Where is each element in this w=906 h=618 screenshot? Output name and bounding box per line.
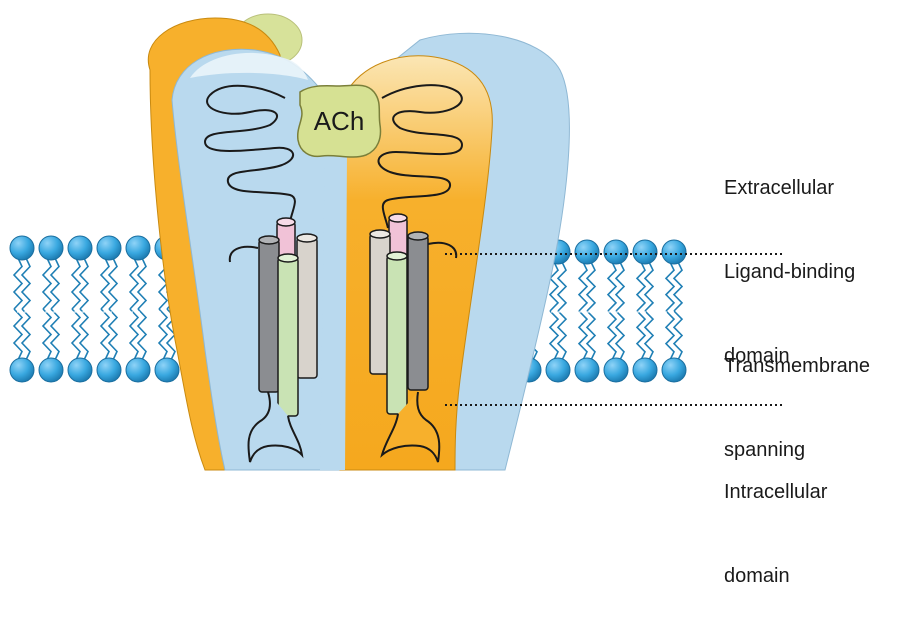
lipid-tail (72, 309, 80, 360)
helix-green-left (278, 258, 298, 416)
label-intracellular-line-2: domain (724, 562, 827, 590)
lipid-head (97, 236, 121, 260)
lipid-head (575, 358, 599, 382)
lipid-tail (14, 309, 22, 360)
lipid-tail (43, 258, 51, 309)
lipid-head (68, 236, 92, 260)
lipid-tail (101, 309, 109, 360)
lipid-tail (550, 311, 558, 360)
lipid-tail (645, 311, 653, 360)
lipid-tail (608, 262, 616, 311)
lipid-tail (43, 309, 51, 360)
lipid-head (126, 236, 150, 260)
lipid-head (39, 236, 63, 260)
lipid-tail (109, 258, 117, 309)
lipid-head (633, 240, 657, 264)
label-transmembrane-line-1: Transmembrane (724, 352, 870, 380)
ach-label: ACh (314, 106, 365, 136)
lipid-head (155, 358, 179, 382)
lipid-tail (608, 311, 616, 360)
helix-dark-left (259, 240, 279, 392)
lipid-tail (130, 309, 138, 360)
helix-light-left (297, 238, 317, 378)
lipid-tail (645, 262, 653, 311)
label-extracellular-line-2: Ligand-binding (724, 258, 855, 286)
lipid-head (39, 358, 63, 382)
diagram-root: ACh Extracellular Ligand-binding domain … (0, 0, 906, 477)
lipid-tail (666, 311, 674, 360)
lipid-tail (51, 309, 59, 360)
receptor-channel (148, 14, 569, 470)
lipid-head (662, 240, 686, 264)
lipid-head (10, 358, 34, 382)
lipid-tail (587, 262, 595, 311)
lipid-head (68, 358, 92, 382)
lipid-tail (109, 309, 117, 360)
lipid-head (604, 358, 628, 382)
lipid-tail (674, 311, 682, 360)
label-intracellular-line-1: Intracellular (724, 478, 827, 506)
lipid-head (126, 358, 150, 382)
lipid-tail (616, 262, 624, 311)
lipid-tail (130, 258, 138, 309)
helix-dark-right (408, 236, 428, 390)
lipid-head (97, 358, 121, 382)
lipid-tail (674, 262, 682, 311)
lipid-tail (159, 309, 167, 360)
lipid-head (10, 236, 34, 260)
lipid-head (575, 240, 599, 264)
lipid-tail (637, 262, 645, 311)
lipid-head (633, 358, 657, 382)
lipid-head (546, 358, 570, 382)
lipid-tail (666, 262, 674, 311)
lipid-tail (80, 309, 88, 360)
helix-green-right (387, 256, 407, 414)
lipid-tail (72, 258, 80, 309)
lipid-tail (138, 309, 146, 360)
lipid-tail (616, 311, 624, 360)
lipid-head (604, 240, 628, 264)
lipid-tail (138, 258, 146, 309)
lipid-tail (579, 262, 587, 311)
lipid-tail (587, 311, 595, 360)
lipid-head (662, 358, 686, 382)
lipid-tail (558, 262, 566, 311)
lipid-tail (579, 311, 587, 360)
lipid-tail (22, 258, 30, 309)
lipid-tail (637, 311, 645, 360)
lipid-tail (22, 309, 30, 360)
label-intracellular: Intracellular domain (724, 422, 827, 618)
lipid-tail (14, 258, 22, 309)
lipid-tail (80, 258, 88, 309)
label-extracellular-line-1: Extracellular (724, 174, 855, 202)
lipid-tail (101, 258, 109, 309)
lipid-tail (51, 258, 59, 309)
lipid-tail (558, 311, 566, 360)
